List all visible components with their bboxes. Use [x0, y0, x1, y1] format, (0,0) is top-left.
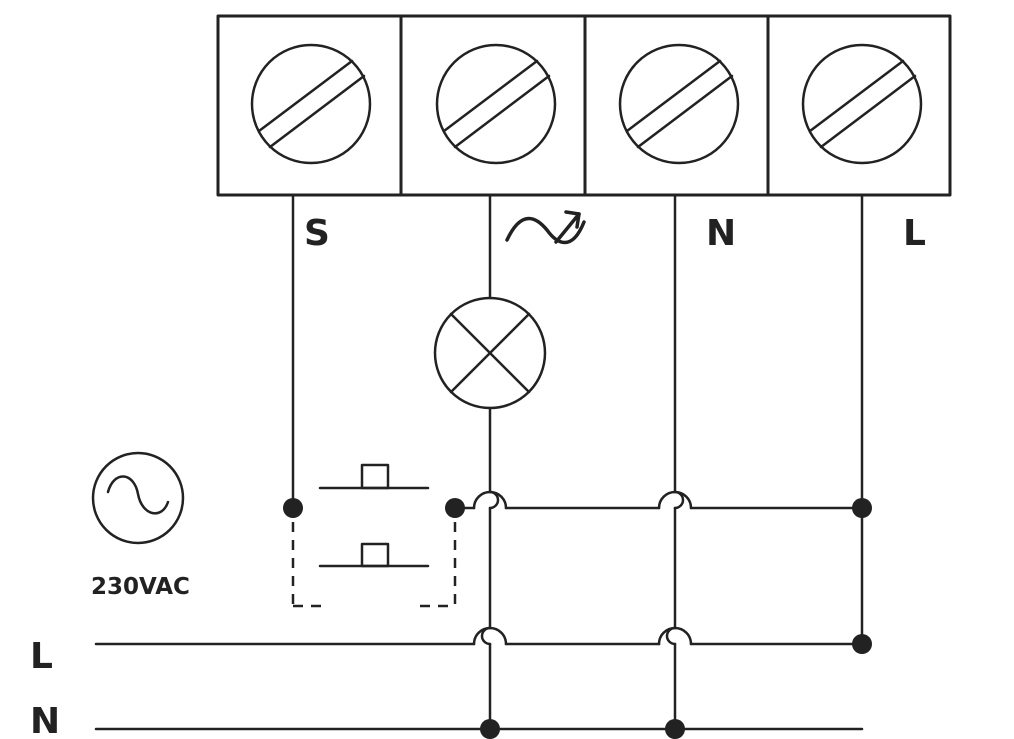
- lamp-icon: [433, 296, 547, 410]
- junction-dot: [445, 498, 465, 518]
- bus-label-l: L: [30, 636, 53, 677]
- wire-crossover: [472, 626, 508, 646]
- terminal-block: [216, 14, 952, 197]
- screw-terminal-icon: [435, 43, 557, 165]
- junction-dot: [665, 719, 685, 739]
- ac-source-icon: [91, 451, 185, 545]
- terminal-label-n: N: [706, 213, 736, 254]
- screw-terminal-icon: [618, 43, 740, 165]
- wire-crossover: [472, 490, 508, 510]
- source-voltage-label: 230VAC: [91, 574, 190, 600]
- terminal-label-l: L: [903, 213, 926, 254]
- junction-dot: [852, 634, 872, 654]
- screw-terminal-icon: [801, 43, 923, 165]
- additional-pushbutton-dashed-wire: [291, 522, 457, 608]
- terminal-label-s: S: [304, 213, 330, 254]
- dimmer-output-icon: [505, 210, 586, 245]
- bus-label-n: N: [30, 701, 60, 739]
- wire-crossover: [657, 490, 693, 510]
- screw-terminal-icon: [250, 43, 372, 165]
- junction-dot: [852, 498, 872, 518]
- junction-dot: [283, 498, 303, 518]
- junction-dot: [480, 719, 500, 739]
- pushbutton-icon: [318, 463, 430, 490]
- pushbutton-icon: [318, 542, 430, 568]
- wire-crossover: [657, 626, 693, 646]
